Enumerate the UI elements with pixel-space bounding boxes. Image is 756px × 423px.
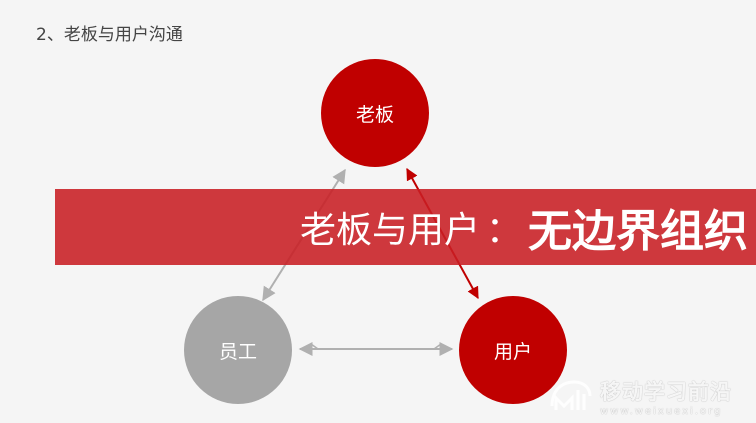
node-user: 用户 xyxy=(459,296,567,404)
banner-left-text: 老板与用户 xyxy=(299,210,480,251)
node-staff-label: 员工 xyxy=(218,340,257,363)
edge-staff-user-tick-right xyxy=(433,343,442,350)
edge-staff-user-tick-left xyxy=(310,343,319,350)
node-boss: 老板 xyxy=(321,59,429,167)
node-user-label: 用户 xyxy=(493,340,532,363)
slide-title: 2、老板与用户沟通 xyxy=(36,25,183,45)
node-boss-label: 老板 xyxy=(355,103,394,126)
watermark: 移动学习前沿 www.weixuexi.org xyxy=(548,374,754,418)
watermark-logo-icon xyxy=(550,380,592,410)
node-staff: 员工 xyxy=(184,296,292,404)
watermark-name: 移动学习前沿 xyxy=(600,379,732,404)
banner-emphasis-text: 无边界组织 xyxy=(528,206,748,257)
watermark-url: www.weixuexi.org xyxy=(600,405,723,417)
banner-separator: ： xyxy=(485,210,522,251)
headline-banner: 老板与用户 ： 无边界组织 xyxy=(55,189,756,265)
